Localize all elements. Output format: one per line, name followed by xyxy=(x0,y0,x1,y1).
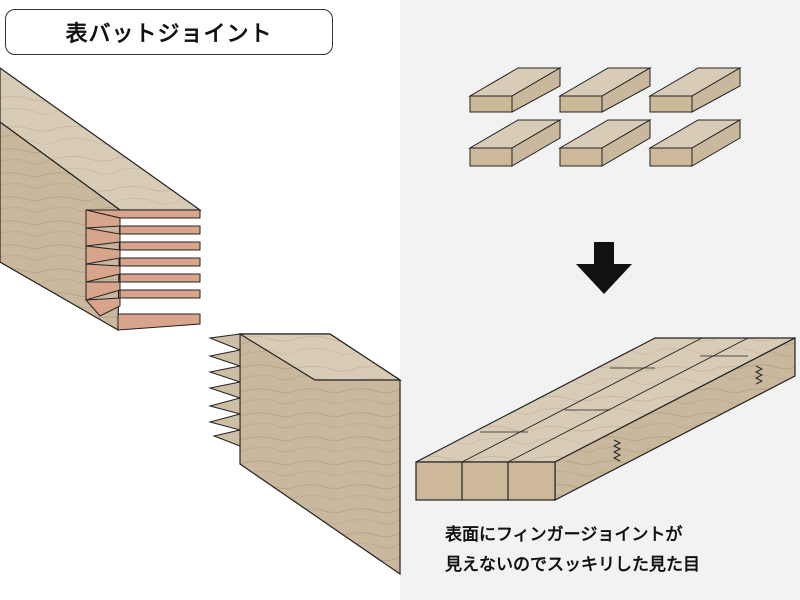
upper-fingers xyxy=(84,209,201,331)
title-box: 表バットジョイント xyxy=(5,9,333,55)
caption-line-2: 見えないのでスッキリした見た目 xyxy=(445,555,700,575)
laminated-panel xyxy=(415,337,796,501)
lumber-piece xyxy=(648,67,742,113)
lumber-piece xyxy=(468,119,562,167)
lower-board xyxy=(237,333,403,576)
lumber-piece xyxy=(558,119,652,167)
lumber-piece xyxy=(648,119,742,167)
caption-line-1: 表面にフィンガージョイントが xyxy=(445,525,683,545)
hidden-finger-joints xyxy=(612,365,764,462)
lumber-pieces xyxy=(468,67,742,167)
down-arrow-icon xyxy=(576,242,632,294)
lumber-piece xyxy=(468,67,562,113)
lower-teeth xyxy=(208,333,241,447)
caption: 表面にフィンガージョイントが 見えないのでスッキリした見た目 xyxy=(445,520,785,580)
lumber-piece xyxy=(558,67,652,113)
page-title: 表バットジョイント xyxy=(65,22,273,47)
